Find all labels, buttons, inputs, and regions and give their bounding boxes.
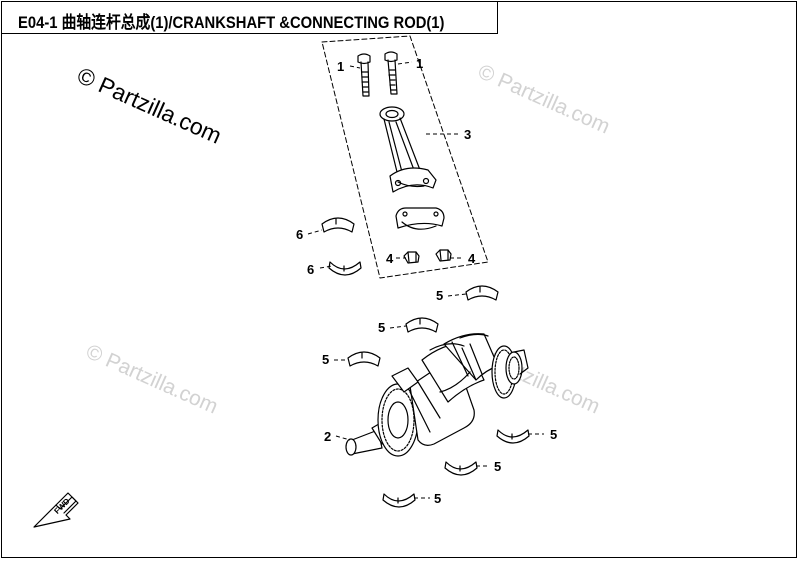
conrod-bearing-upper [321, 217, 355, 233]
leader-lines [307, 61, 544, 499]
main-bearing-upper-1 [465, 285, 499, 301]
main-bearing-lower-3 [382, 493, 416, 508]
callout-conrod-bearing-upper: 6 [296, 227, 304, 242]
callout-conrod-bearing-lower: 6 [307, 262, 315, 277]
crankshaft [345, 333, 529, 457]
main-bearing-lower-2 [444, 461, 478, 476]
main-bearing-upper-3 [347, 351, 381, 367]
title-box: E04-1 曲轴连杆总成(1)/CRANKSHAFT &CONNECTING R… [2, 2, 498, 34]
connecting-rod-cap [395, 207, 445, 230]
callout-main-bearing-lower-3: 5 [434, 491, 442, 506]
conrod-assembly-outline [321, 35, 489, 279]
callout-nut-right: 4 [468, 251, 476, 266]
main-bearing-upper-2 [405, 317, 439, 333]
conrod-nut-left [403, 251, 420, 264]
callout-main-bearing-upper-3: 5 [322, 352, 330, 367]
forward-direction-arrow-icon [33, 492, 79, 528]
main-bearing-lower-1 [496, 429, 530, 444]
callout-bolt-right: 1 [416, 56, 424, 71]
callout-connecting-rod: 3 [464, 127, 472, 142]
callout-main-bearing-lower-2: 5 [494, 459, 502, 474]
conrod-bolt-left [357, 53, 371, 97]
conrod-bearing-lower [328, 261, 362, 276]
callout-main-bearing-upper-1: 5 [436, 288, 444, 303]
callout-main-bearing-lower-1: 5 [550, 427, 558, 442]
conrod-nut-right [435, 249, 452, 262]
callout-main-bearing-upper-2: 5 [378, 320, 386, 335]
connecting-rod [379, 106, 437, 193]
callout-bolt-left: 1 [337, 59, 345, 74]
callout-crankshaft: 2 [324, 429, 332, 444]
callout-nut-left: 4 [386, 251, 394, 266]
page-title: E04-1 曲轴连杆总成(1)/CRANKSHAFT &CONNECTING R… [18, 13, 445, 32]
conrod-bolt-right [384, 51, 398, 95]
